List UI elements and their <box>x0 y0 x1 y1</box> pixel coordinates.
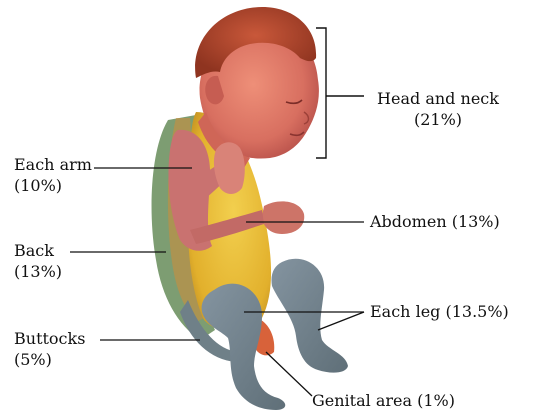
label-genital: Genital area (1%) <box>312 390 455 411</box>
label-abdomen: Abdomen (13%) <box>370 211 500 232</box>
label-head-neck-text: Head and neck <box>368 88 508 109</box>
label-buttocks-text: Buttocks <box>14 328 85 349</box>
label-leg: Each leg (13.5%) <box>370 301 509 322</box>
leg-pointer-2 <box>318 312 364 330</box>
label-head-neck: Head and neck (21%) <box>368 88 508 130</box>
head-bracket <box>316 28 364 158</box>
label-arm: Each arm (10%) <box>14 154 92 196</box>
label-head-neck-pct: (21%) <box>368 109 508 130</box>
leg-back <box>271 259 348 373</box>
label-leg-text: Each leg (13.5%) <box>370 302 509 321</box>
label-abdomen-text: Abdomen (13%) <box>370 212 500 231</box>
label-genital-text: Genital area (1%) <box>312 391 455 410</box>
label-buttocks: Buttocks (5%) <box>14 328 85 370</box>
label-back: Back (13%) <box>14 240 62 282</box>
label-back-pct: (13%) <box>14 261 62 282</box>
label-arm-pct: (10%) <box>14 175 92 196</box>
hand-lower <box>262 201 304 234</box>
label-back-text: Back <box>14 240 62 261</box>
label-arm-text: Each arm <box>14 154 92 175</box>
label-buttocks-pct: (5%) <box>14 349 85 370</box>
